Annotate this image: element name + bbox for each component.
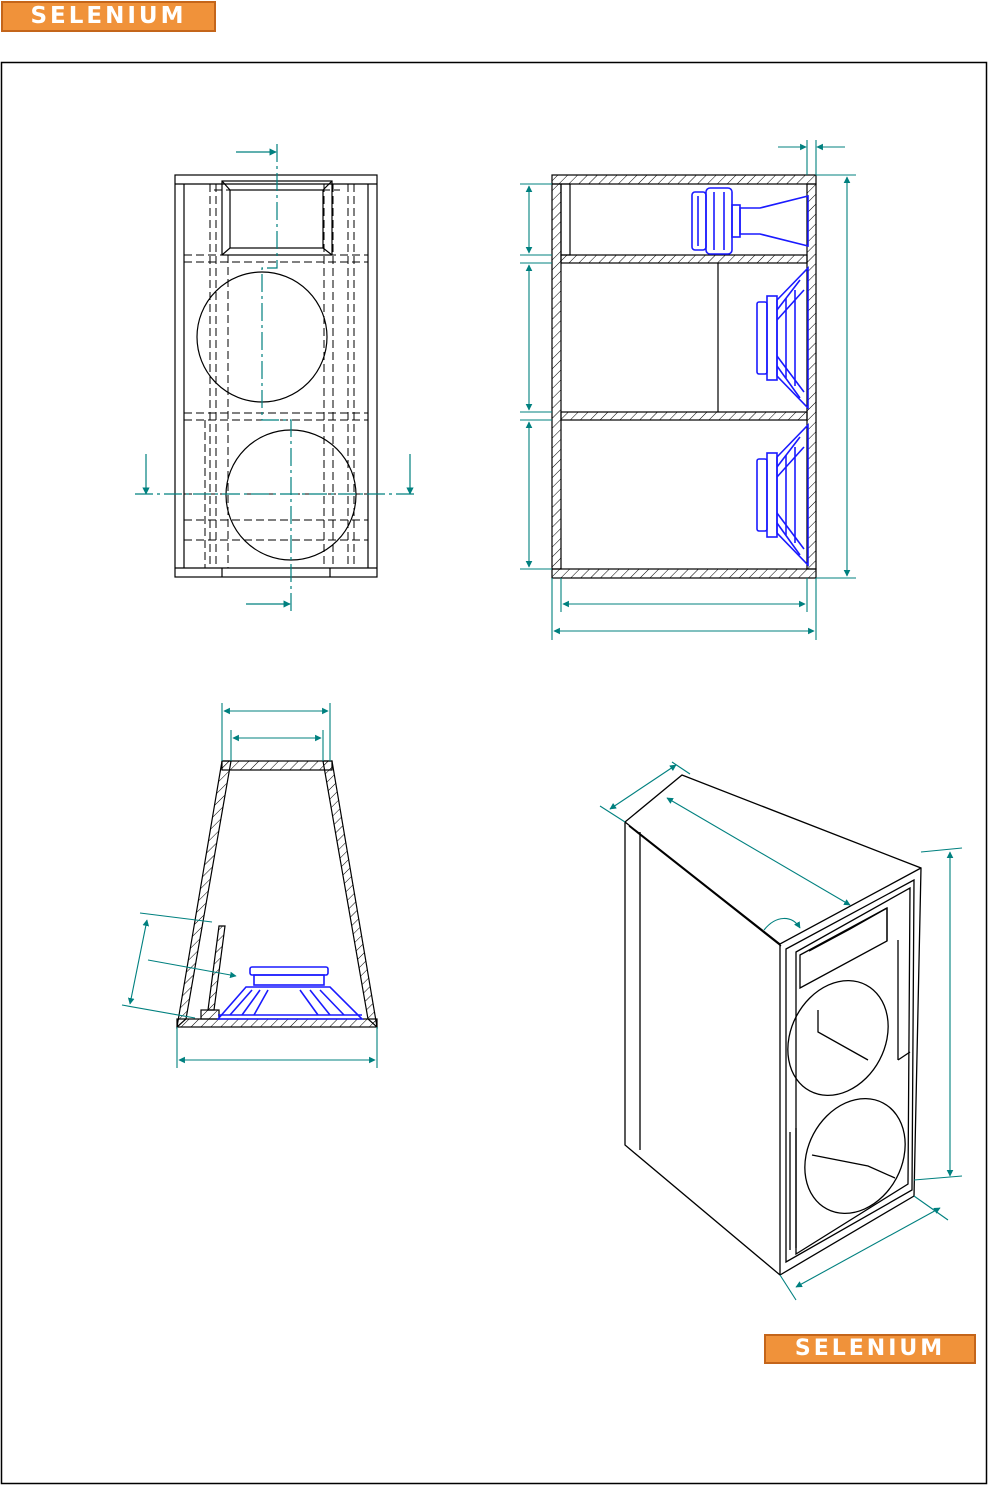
- selenium-logo-bottom: SELENIUM: [764, 1334, 976, 1364]
- iso-upper-woofer-hole: [768, 963, 907, 1113]
- compression-driver: [692, 188, 808, 254]
- lower-woofer-driver: [757, 425, 808, 565]
- isometric-view: [625, 775, 925, 1275]
- isometric-dimensions: [600, 762, 962, 1300]
- top-view-dimensions: [122, 703, 377, 1068]
- drawing-border: [2, 63, 987, 1484]
- top-view-woofer: [218, 967, 362, 1019]
- front-view: [175, 175, 377, 577]
- iso-lower-woofer-hole: [785, 1081, 924, 1231]
- section-line-indicators: [135, 144, 418, 612]
- upper-woofer-driver: [757, 268, 808, 408]
